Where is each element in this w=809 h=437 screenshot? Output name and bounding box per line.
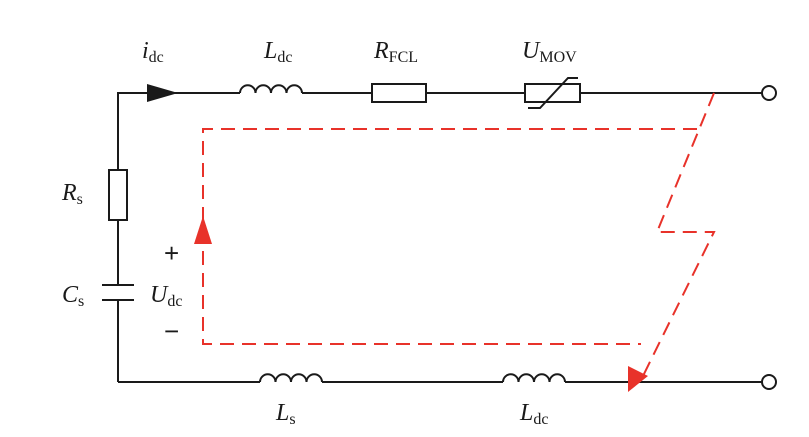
plus-sign: + <box>164 238 179 268</box>
fault-arrow-up-icon <box>194 216 212 244</box>
varistor-umov-icon <box>524 77 581 109</box>
label-udc: Udc <box>150 282 182 310</box>
inductor-ldc-bottom-icon <box>502 373 566 383</box>
capacitor-cs-icon <box>102 284 134 301</box>
label-rfcl: RFCL <box>373 38 418 66</box>
resistor-rs-icon <box>108 169 128 221</box>
label-cs: Cs <box>62 282 84 310</box>
inductor-ls-icon <box>259 373 323 383</box>
label-ldc-bottom: Ldc <box>519 400 548 428</box>
top-wire <box>117 92 762 170</box>
label-idc: idc <box>142 38 164 66</box>
minus-sign: − <box>164 316 179 346</box>
label-ldc-top: Ldc <box>263 38 292 66</box>
current-arrow-icon <box>147 84 178 102</box>
terminal-bottom-icon <box>761 374 777 390</box>
inductor-ldc-top-icon <box>239 84 303 94</box>
resistor-rfcl-icon <box>371 83 427 103</box>
label-umov: UMOV <box>522 38 577 66</box>
terminal-top-icon <box>761 85 777 101</box>
label-rs: Rs <box>61 180 83 208</box>
label-ls: Ls <box>275 400 296 428</box>
fault-current-path <box>194 92 716 392</box>
fault-arrow-down-icon <box>628 366 648 392</box>
